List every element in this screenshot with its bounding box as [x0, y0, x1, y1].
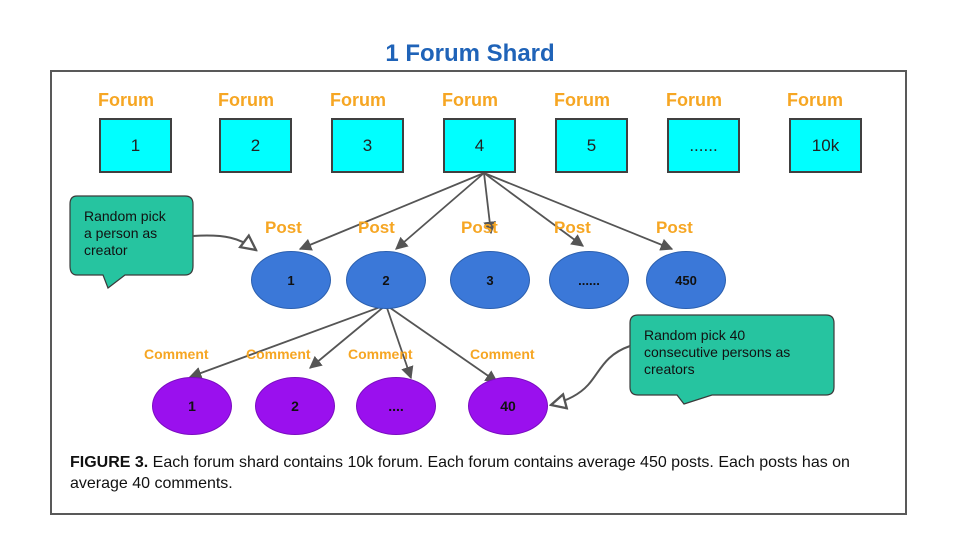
- callout-creators-connector: [551, 345, 631, 405]
- callout-creator-bubble: [69, 195, 194, 289]
- callout-line: creators: [644, 361, 695, 377]
- callout-line: a person as: [84, 225, 158, 241]
- comment-node: 1: [152, 377, 232, 435]
- forum-node: 3: [331, 118, 404, 173]
- diagram-title: 1 Forum Shard: [385, 40, 555, 67]
- comment-node: 40: [468, 377, 548, 435]
- post-node: 2: [346, 251, 426, 309]
- post-label: Post: [554, 218, 591, 237]
- figure-caption: FIGURE 3. Each forum shard contains 10k …: [70, 452, 890, 494]
- forum-label: Forum: [442, 90, 498, 110]
- callout-creators-text: Random pick 40 consecutive persons as cr…: [644, 327, 790, 378]
- post-label: Post: [656, 218, 693, 237]
- edge-forum4-post2: [395, 172, 485, 250]
- caption-text: Each forum shard contains 10k forum. Eac…: [70, 454, 850, 492]
- callout-line: Random pick: [84, 208, 166, 224]
- post-node: 450: [646, 251, 726, 309]
- forum-node: 10k: [789, 118, 862, 173]
- edge-forum4-post4: [483, 172, 585, 247]
- comment-label: Comment: [246, 346, 311, 362]
- post-label: Post: [358, 218, 395, 237]
- comment-node: ....: [356, 377, 436, 435]
- caption-lead: FIGURE 3.: [70, 454, 149, 471]
- forum-label: Forum: [218, 90, 274, 110]
- post-label: Post: [461, 218, 498, 237]
- callout-line: consecutive persons as: [644, 344, 791, 360]
- callout-creator-text: Random pick a person as creator: [84, 208, 166, 259]
- forum-node: 4: [443, 118, 516, 173]
- forum-node: ......: [667, 118, 740, 173]
- forum-label: Forum: [554, 90, 610, 110]
- forum-label: Forum: [666, 90, 722, 110]
- edge-forum4-post3: [483, 172, 496, 235]
- comment-node: 2: [255, 377, 335, 435]
- forum-node: 1: [99, 118, 172, 173]
- comment-label: Comment: [348, 346, 413, 362]
- forum-node: 5: [555, 118, 628, 173]
- forum-label: Forum: [330, 90, 386, 110]
- forum-node: 2: [219, 118, 292, 173]
- comment-label: Comment: [144, 346, 209, 362]
- edge-post2-comment2: [309, 304, 387, 369]
- edge-post2-comment4: [385, 304, 499, 383]
- forum-label: Forum: [787, 90, 843, 110]
- post-node: 1: [251, 251, 331, 309]
- callout-line: Random pick 40: [644, 327, 746, 343]
- post-node: ......: [549, 251, 629, 309]
- post-node: 3: [450, 251, 530, 309]
- comment-label: Comment: [470, 346, 535, 362]
- edge-post2-comment3: [385, 304, 414, 380]
- callout-line: creator: [84, 242, 128, 258]
- edge-forum4-post1: [298, 172, 485, 251]
- shard-frame: [50, 70, 907, 515]
- callout-creators-bubble: [629, 314, 835, 405]
- post-label: Post: [265, 218, 302, 237]
- edge-forum4-post5: [483, 172, 674, 251]
- callout-creator-connector: [192, 236, 256, 250]
- forum-label: Forum: [98, 90, 154, 110]
- edge-post2-comment1: [188, 304, 387, 380]
